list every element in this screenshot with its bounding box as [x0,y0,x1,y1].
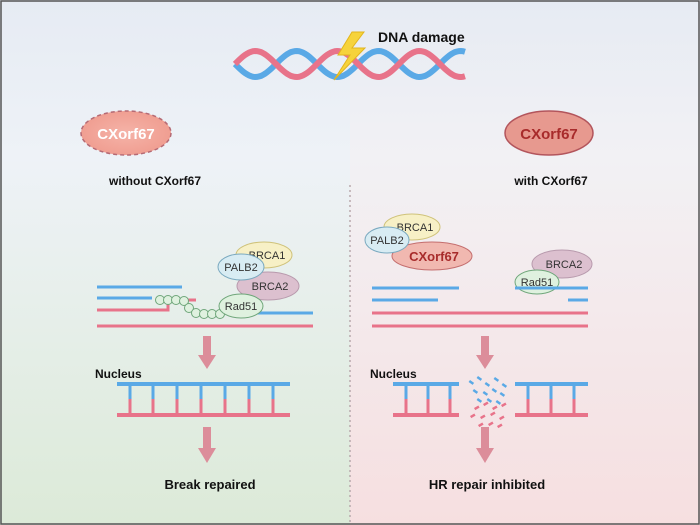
right-rad51-label: Rad51 [521,277,553,289]
without-cxorf67-label: without CXorf67 [108,174,201,188]
arrow-head [198,448,216,463]
left-panel-background [0,0,350,525]
arrow-head [476,448,494,463]
right-sequestered-complex: BRCA1 CXorf67 PALB2 [364,213,473,271]
right-unrepaired-dna [393,376,588,429]
fragment-blue [468,380,475,385]
fragment-blue [495,400,502,405]
with-cxorf67-label: with CXorf67 [513,174,588,188]
left-brca2-label: BRCA2 [252,281,289,293]
lightning-bolt-icon [333,31,367,81]
left-brca2-bubble [236,271,300,301]
right-cxorf67-complex-label: CXorf67 [409,249,459,264]
right-brca2-label: BRCA2 [546,259,583,271]
fragment-pink [499,415,505,421]
fragment-blue [476,398,483,403]
fragment-blue [499,392,506,397]
fragment-blue [476,376,483,381]
right-cxorf67-bubble [391,241,473,271]
fragment-pink [480,414,486,420]
right-brca1-label: BRCA1 [397,222,434,234]
arrow-shaft [203,427,211,449]
left-arrow-1 [198,336,216,369]
arrow-head [198,355,216,369]
fragment-blue [486,398,493,403]
rad51-bead [179,296,189,306]
rad51-filament [155,295,225,319]
helix-strand-blue [232,47,466,81]
hr-repair-inhibited-label: HR repair inhibited [429,477,545,492]
right-nucleus-label: Nucleus [370,367,417,381]
right-arrow-2 [476,427,494,463]
arrow-head [476,355,494,369]
fragment-blue [491,388,498,393]
cxorf67-absent-bubble [80,110,172,156]
cxorf67-absent-label: CXorf67 [97,126,155,143]
fragment-pink [488,421,494,427]
fragment-pink [477,422,484,428]
arrow-shaft [481,336,489,356]
fragment-blue [484,382,491,387]
fragment-pink [470,413,476,419]
left-palb2-bubble [217,253,265,281]
fragment-pink [492,405,498,411]
arrow-shaft [481,427,489,449]
cxorf67-present-label: CXorf67 [520,126,578,143]
fragment-blue [482,391,489,396]
fragment-pink [497,423,503,429]
fragment-pink [489,411,496,417]
fragment-pink [483,401,489,407]
right-palb2-bubble [364,226,410,254]
break-repaired-label: Break repaired [164,477,255,492]
left-rad51-label: Rad51 [225,301,257,313]
left-rad51-bubble [218,293,264,319]
left-hr-complex: BRCA1 BRCA2 PALB2 Rad51 [217,241,300,319]
dna-fragments [468,376,508,429]
fragment-blue [472,389,479,394]
left-nucleus-label: Nucleus [95,367,142,381]
cxorf67-present-bubble [504,110,594,156]
right-palb2-label: PALB2 [370,235,403,247]
left-repaired-dna [117,382,290,417]
rad51-bead [184,303,194,313]
right-arrow-1 [476,336,494,369]
left-palb2-label: PALB2 [224,262,257,274]
fragment-pink [501,402,507,408]
dna-damage-label: DNA damage [378,29,465,45]
left-arrow-2 [198,427,216,463]
unrepaired-rungs [404,386,576,413]
arrow-shaft [203,336,211,356]
fragment-blue [493,377,500,382]
fragment-pink [474,405,480,411]
repaired-rungs [128,386,275,413]
fragment-blue [501,383,508,388]
right-broken-dna [372,286,588,328]
